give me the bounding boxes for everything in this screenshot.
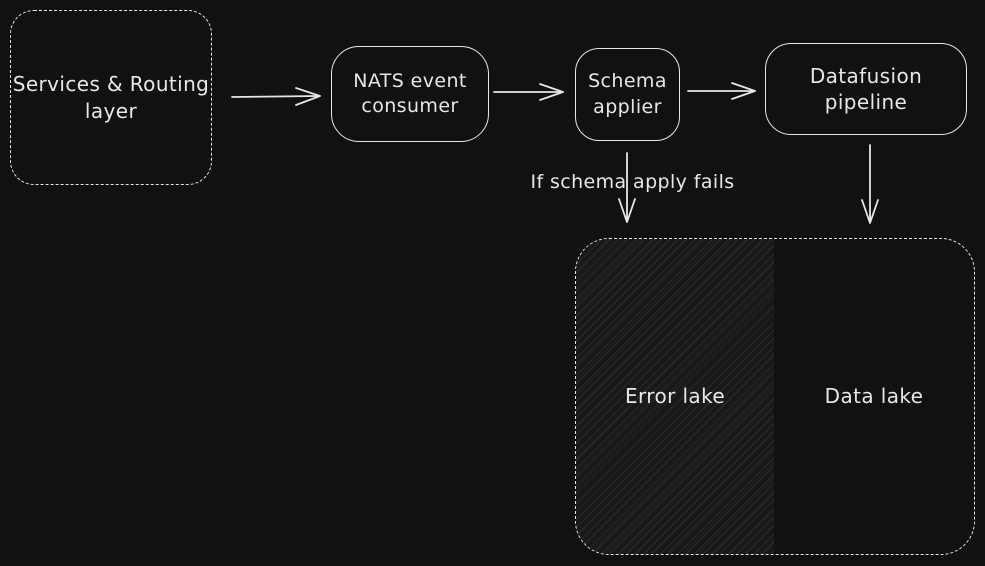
node-datafusion-label: Datafusion pipeline bbox=[809, 63, 923, 114]
data-lake-label: Data lake bbox=[824, 384, 924, 409]
node-nats-event-consumer[interactable]: NATS event consumer bbox=[331, 46, 489, 142]
node-datafusion-pipeline[interactable]: Datafusion pipeline bbox=[765, 43, 967, 135]
error-lake-region[interactable]: Error lake bbox=[576, 239, 774, 554]
node-services-routing-label: Services & Routing layer bbox=[12, 72, 210, 123]
node-services-routing-layer[interactable]: Services & Routing layer bbox=[10, 10, 212, 185]
node-schema-label: Schema applier bbox=[588, 70, 667, 118]
arrow-datafusion-to-data-lake[interactable] bbox=[861, 144, 879, 224]
lake-container[interactable]: Error lake Data lake bbox=[575, 238, 975, 555]
error-lake-label: Error lake bbox=[624, 384, 726, 409]
edge-condition-label[interactable]: If schema apply fails bbox=[530, 171, 735, 193]
node-nats-label: NATS event consumer bbox=[353, 69, 467, 117]
arrow-services-to-nats[interactable] bbox=[231, 87, 321, 106]
arrow-schema-to-datafusion[interactable] bbox=[687, 82, 756, 100]
data-lake-region[interactable]: Data lake bbox=[774, 239, 974, 554]
node-schema-applier[interactable]: Schema applier bbox=[575, 48, 680, 141]
arrow-nats-to-schema[interactable] bbox=[493, 83, 564, 101]
